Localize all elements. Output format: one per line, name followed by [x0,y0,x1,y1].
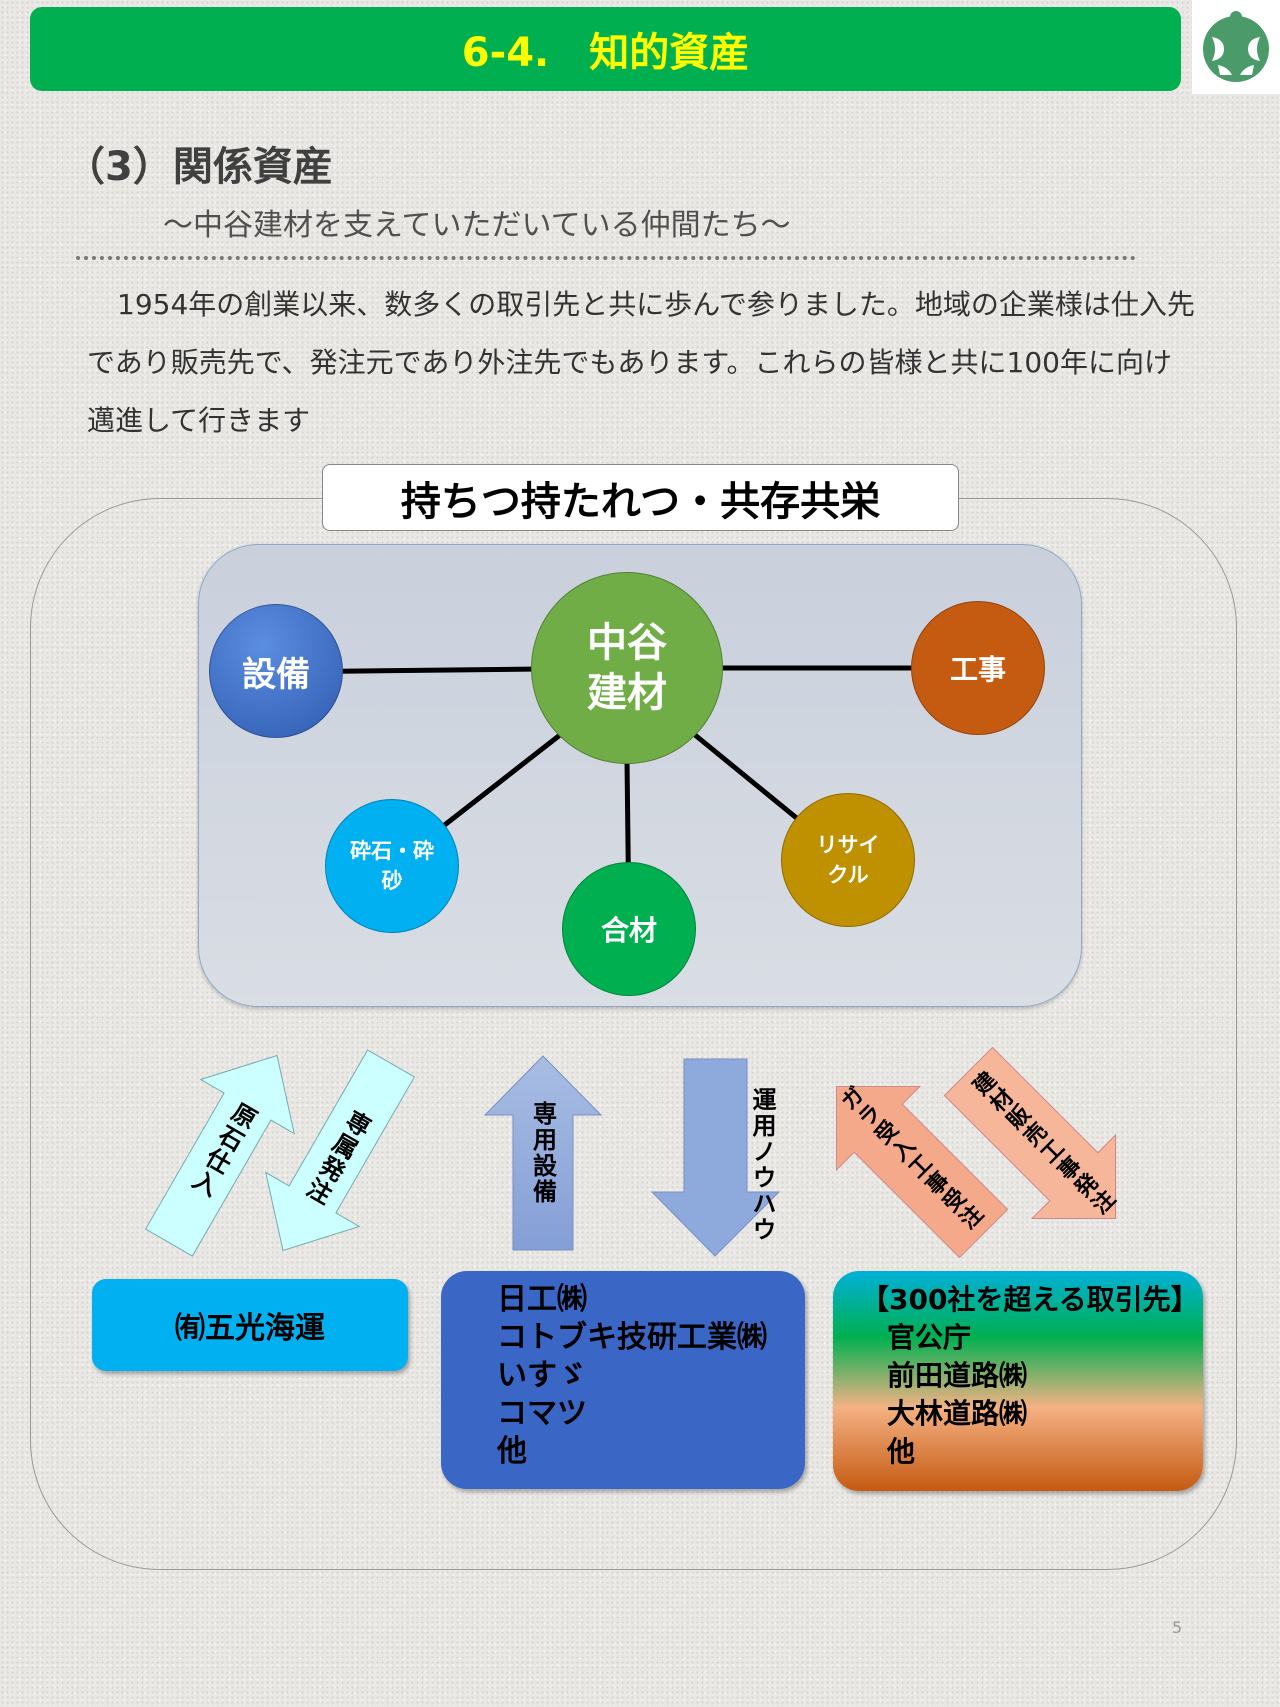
partner-name: 前田道路㈱ [887,1359,1028,1392]
clients-heading: 【300社を超える取引先】 [861,1283,1199,1316]
up-arrow-icon [144,1054,295,1257]
partner-name: 日工㈱ [497,1282,587,1317]
arrow-material-sales: 建材販売工事発注 [925,1028,1158,1261]
section-subtitle: ～中谷建材を支えていただいている仲間たち～ [163,208,791,243]
node-equipment: 設備 [209,604,343,738]
arrow-label-line: 建材販売 [965,1067,1052,1154]
header-title: 6-4. 知的資産 [461,30,750,76]
down-arrow-icon [265,1049,416,1252]
arrow-rubble-intake: ガラ受入工事受注 [793,1043,1026,1276]
arrow-operation-knowhow: 運用ノウハウ [651,1058,780,1257]
partner-name: いすゞ [497,1358,587,1393]
partner-name: 官公庁 [887,1321,972,1354]
partner-name: 他 [497,1434,527,1469]
partner-name: コマツ [497,1396,587,1431]
arrow-label-line: ガラ受入 [833,1082,920,1169]
partner-name: 他 [887,1435,916,1468]
node-construction: 工事 [911,601,1045,735]
node-asphalt: 合材 [562,862,696,996]
partner-clients: 【300社を超える取引先】 官公庁 前田道路㈱ 大林道路㈱ 他 [833,1271,1203,1491]
intro-paragraph: 1954年の創業以来、数多くの取引先と共に歩んで参りました。地域の企業様は仕入先… [87,288,1195,437]
partner-equipment: 日工㈱ コトブキ技研工業㈱ いすゞ コマツ 他 [441,1271,805,1489]
partner-name: コトブキ技研工業㈱ [497,1320,767,1355]
arrow-label: 運用ノウハウ [748,1086,776,1243]
dotted-divider [76,256,1136,260]
arrow-raw-purchase: 原石仕入 [121,1027,325,1271]
arrow-exclusive-order: 専属発注 [235,1035,439,1279]
arrow-dedicated-equipment: 専用設備 [484,1055,602,1251]
company-emblem-logo [1192,0,1280,94]
diagram-title: 持ちつ持たれつ・共存共栄 [322,464,959,531]
up-arrow-icon [835,1085,1009,1259]
arrow-label: 専用設備 [528,1101,557,1205]
down-arrow-icon [651,1058,780,1257]
partner-shipping: ㈲五光海運 [92,1279,408,1371]
emblem-icon [1203,11,1269,82]
header-bar: 6-4. 知的資産 [30,7,1181,91]
page-number: 5 [1172,1618,1183,1637]
partner-name: ㈲五光海運 [175,1311,325,1346]
up-arrow-icon [484,1055,602,1251]
partner-name: 大林道路㈱ [887,1397,1028,1430]
node-recycle: リサイクル [781,793,915,927]
node-gravel: 砕石・砕砂 [325,799,459,933]
arrow-label-line: 工事発注 [1033,1135,1120,1222]
section-title: （3）関係資産 [65,144,333,190]
center-node: 中谷建材 [531,572,723,764]
down-arrow-icon [943,1046,1117,1220]
